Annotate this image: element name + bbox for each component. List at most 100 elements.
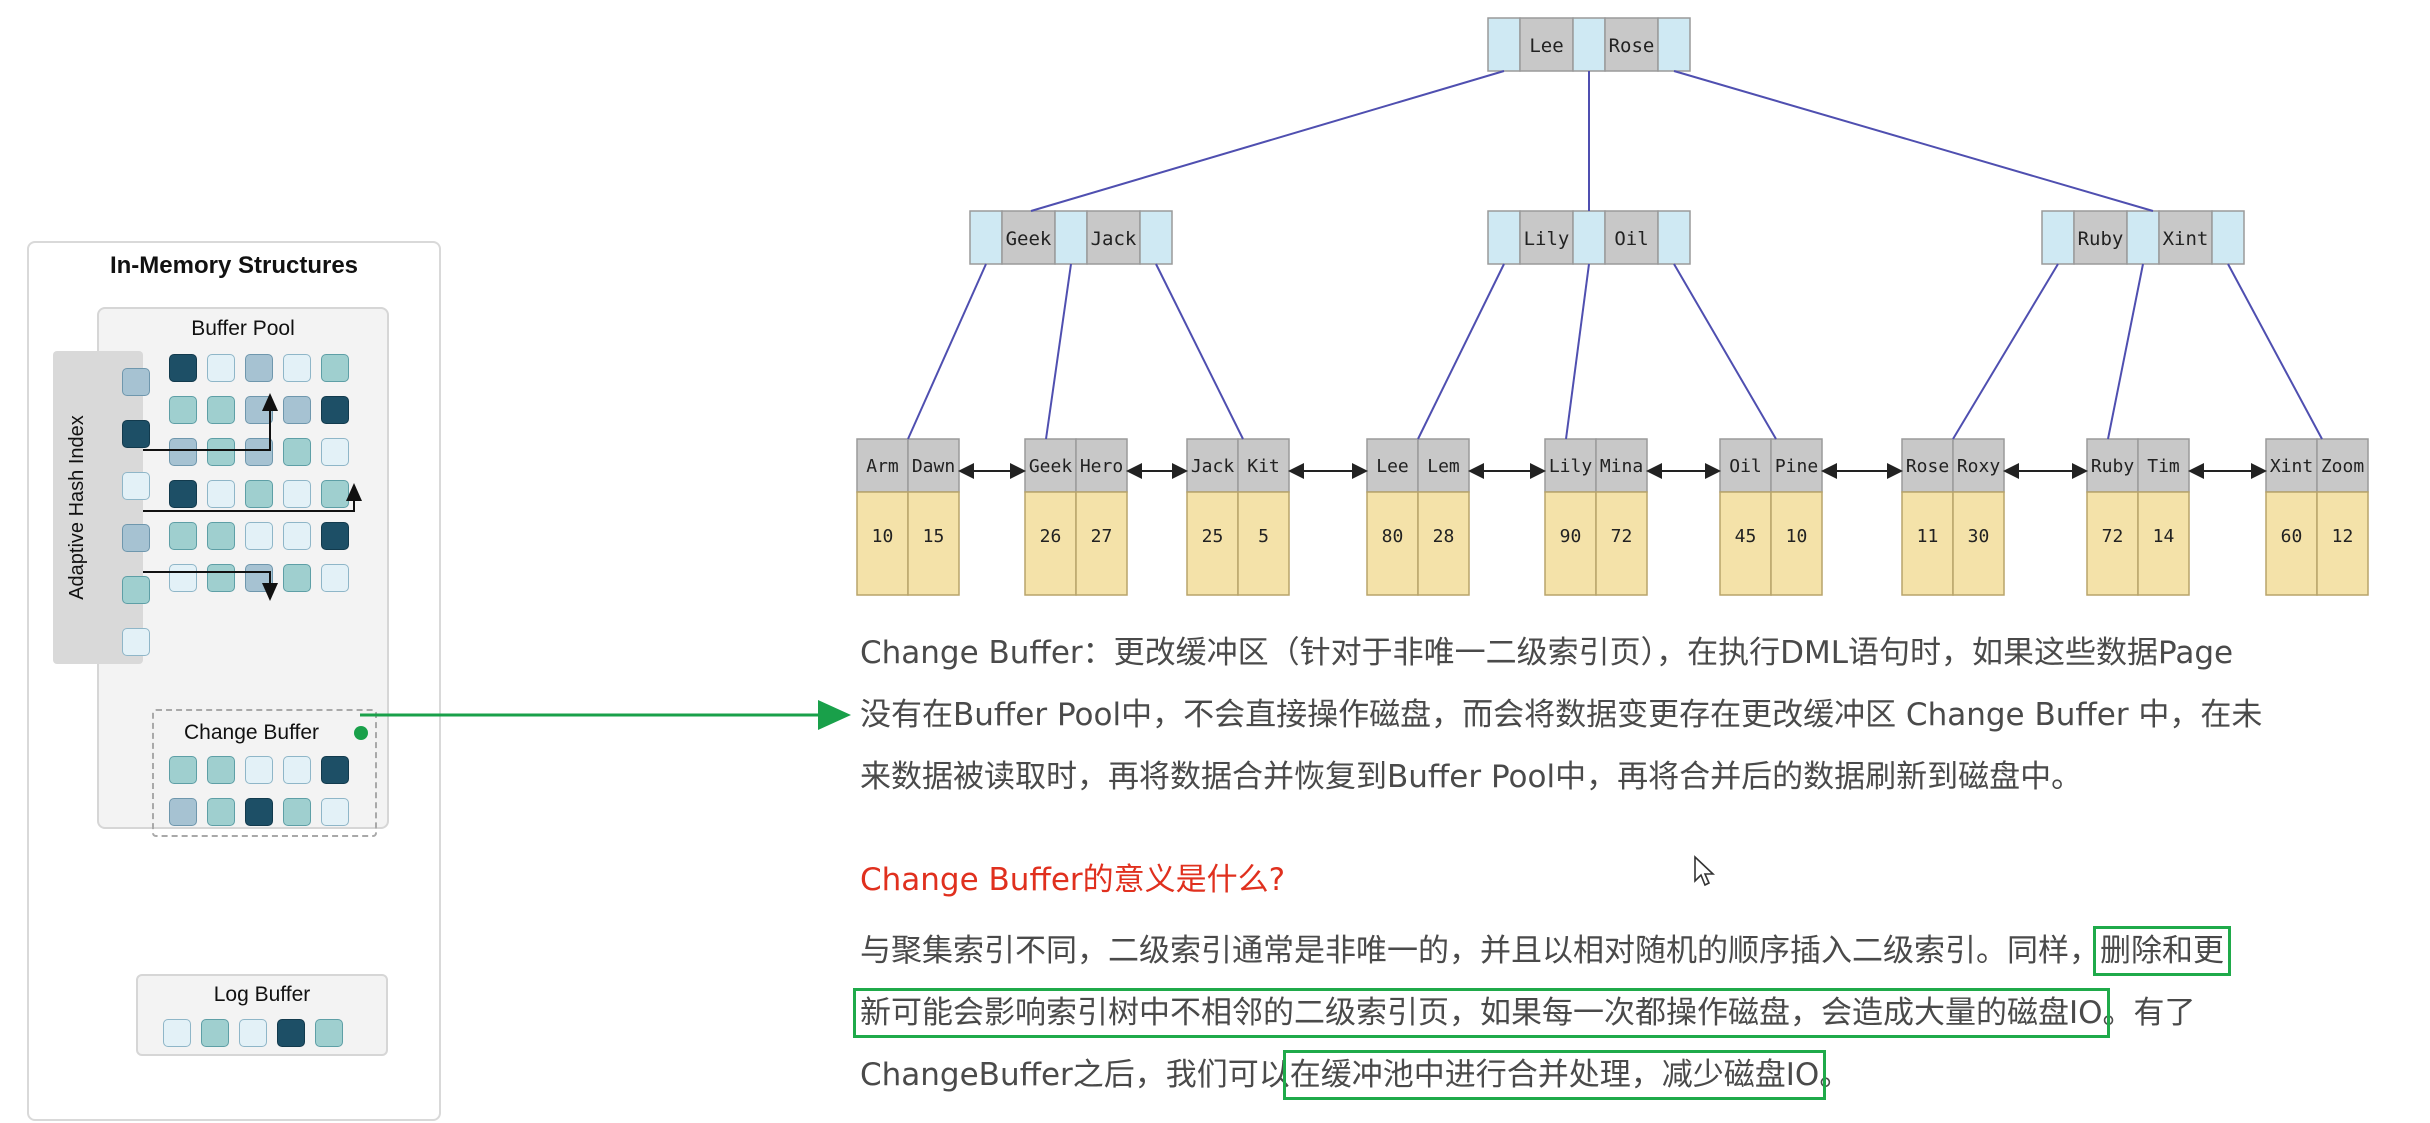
buffer-page: [321, 522, 349, 550]
log-buffer-page: [163, 1019, 191, 1047]
leaf-key-cell: [1901, 438, 1954, 493]
leaf-value: 30: [1968, 526, 1990, 547]
hash-index-entry: [122, 628, 150, 656]
leaf-value: 10: [872, 526, 894, 547]
tree-edge: [1417, 263, 1505, 440]
change-buffer-page: [207, 756, 235, 784]
leaf-key: Rose: [1906, 456, 1949, 477]
leaf-key: Arm: [866, 456, 899, 477]
p1-line1: Change Buffer：更改缓冲区（针对于非唯一二级索引页），在执行DML语…: [860, 635, 2234, 671]
leaf-value-cell: [856, 491, 909, 596]
leaf-value: 14: [2153, 526, 2175, 547]
change-buffer-title: Change Buffer: [184, 721, 320, 744]
leaf-key: Geek: [1029, 456, 1073, 477]
leaf-value-cell: [2137, 491, 2190, 596]
log-buffer-page: [315, 1019, 343, 1047]
leaf-value-cell: [1719, 491, 1772, 596]
root-node-pointer-cell: [1572, 17, 1606, 72]
mouse-cursor-icon: [1694, 855, 1716, 887]
leaf-value: 10: [1786, 526, 1808, 547]
change-buffer-page: [245, 756, 273, 784]
leaf-value-cell: [2086, 491, 2139, 596]
leaf-key: Roxy: [1957, 456, 2001, 477]
leaf-value-cell: [1237, 491, 1290, 596]
log-buffer-page: [277, 1019, 305, 1047]
p2-line3-text: ChangeBuffer之后，我们可以: [860, 1057, 1290, 1093]
buffer-page: [245, 522, 273, 550]
leaf-key-cell: [1075, 438, 1128, 493]
internal-node-1-key-cell: [1086, 210, 1141, 265]
change-buffer-page: [321, 798, 349, 826]
leaf-key: Tim: [2147, 456, 2180, 477]
root-node-key-cell: [1604, 17, 1659, 72]
buffer-page: [283, 396, 311, 424]
leaf-value: 72: [1611, 526, 1633, 547]
buffer-page: [283, 522, 311, 550]
leaf-key: Oil: [1729, 456, 1762, 477]
leaf-value-cell: [1770, 491, 1823, 596]
leaf-value-cell: [1595, 491, 1648, 596]
leaf-value-cell: [1024, 491, 1077, 596]
in-memory-structures-panel: In-Memory Structures Buffer Pool Change …: [27, 241, 441, 1121]
tree-edge: [2227, 263, 2323, 440]
internal-node-2-key: Oil: [1614, 228, 1648, 250]
change-buffer-description: Change Buffer：更改缓冲区（针对于非唯一二级索引页），在执行DML语…: [860, 622, 2262, 808]
root-node-key: Lee: [1529, 35, 1563, 57]
leaf-key: Mina: [1600, 456, 1643, 477]
leaf-value: 45: [1735, 526, 1757, 547]
change-buffer-pages: [169, 756, 349, 826]
log-buffer: Log Buffer: [136, 974, 388, 1056]
buffer-page: [283, 354, 311, 382]
leaf-value-cell: [1417, 491, 1470, 596]
adaptive-hash-index-cells: [122, 368, 150, 656]
leaf-key: Zoom: [2321, 456, 2364, 477]
internal-node-2-key-cell: [1519, 210, 1574, 265]
leaf-key-cell: [2316, 438, 2369, 493]
leaf-key: Ruby: [2091, 456, 2135, 477]
internal-node-3-pointer-cell: [2211, 210, 2245, 265]
internal-node-3-key: Ruby: [2078, 228, 2124, 250]
adaptive-hash-index: Adaptive Hash Index: [53, 351, 150, 664]
leaf-value: 15: [923, 526, 945, 547]
leaf-value: 11: [1917, 526, 1939, 547]
tree-edge: [1673, 70, 2154, 212]
leaf-value-cell: [1186, 491, 1239, 596]
buffer-page: [207, 354, 235, 382]
buffer-page: [169, 522, 197, 550]
leaf-value: 26: [1040, 526, 1062, 547]
p2-line1: 与聚集索引不同，二级索引通常是非唯一的，并且以相对随机的顺序插入二级索引。同样，…: [860, 920, 2231, 982]
buffer-page: [321, 354, 349, 382]
leaf-key: Hero: [1080, 456, 1123, 477]
buffer-page: [207, 522, 235, 550]
internal-node-2-key: Lily: [1524, 228, 1570, 250]
leaf-key: Xint: [2270, 456, 2313, 477]
leaf-value: 80: [1382, 526, 1404, 547]
leaf-key: Pine: [1775, 456, 1818, 477]
internal-node-3-key-cell: [2073, 210, 2128, 265]
leaf-value: 72: [2102, 526, 2124, 547]
leaf-value: 60: [2281, 526, 2303, 547]
tree-edge: [1045, 263, 1072, 440]
change-buffer-page: [321, 756, 349, 784]
leaf-value-cell: [1075, 491, 1128, 596]
log-buffer-title: Log Buffer: [213, 983, 311, 1006]
tree-edge: [1155, 263, 1244, 440]
leaf-value-cell: [1901, 491, 1954, 596]
leaf-key: Lee: [1376, 456, 1409, 477]
leaf-key: Lily: [1549, 456, 1593, 477]
leaf-key-cell: [1237, 438, 1290, 493]
root-node-key: Rose: [1609, 35, 1655, 57]
change-buffer-connector-dot: [354, 726, 368, 740]
internal-node-3-pointer-cell: [2041, 210, 2075, 265]
leaf-key-cell: [1952, 438, 2005, 493]
leaf-key: Jack: [1191, 456, 1235, 477]
change-buffer-page: [283, 756, 311, 784]
internal-node-1-pointer-cell: [969, 210, 1003, 265]
leaf-value: 25: [1202, 526, 1224, 547]
tree-edge: [907, 263, 987, 440]
internal-node-2-key-cell: [1604, 210, 1659, 265]
hash-index-entry: [122, 524, 150, 552]
buffer-page: [169, 354, 197, 382]
leaf-value-cell: [2265, 491, 2318, 596]
